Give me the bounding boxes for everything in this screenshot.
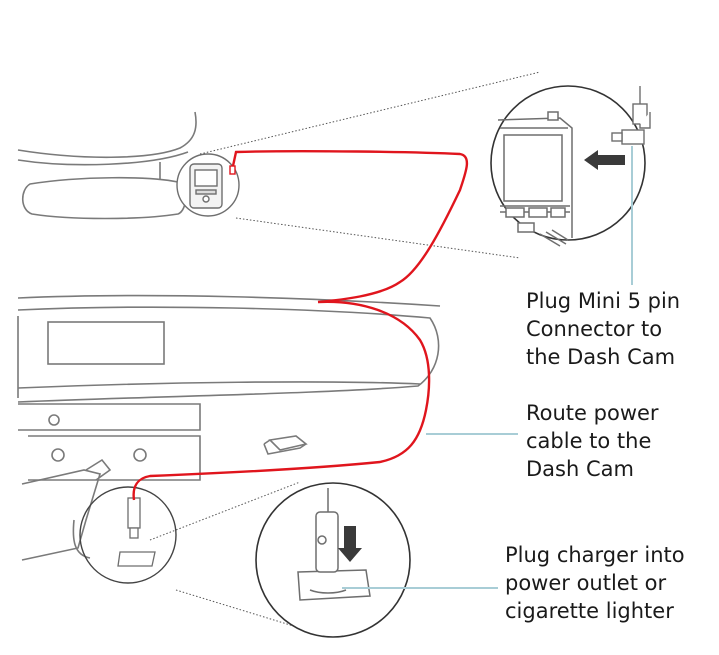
label-line: Plug Mini 5 pin xyxy=(526,289,681,313)
callout-lines xyxy=(342,146,633,589)
windshield-outline xyxy=(17,111,197,166)
zoom-lines-top xyxy=(199,71,541,259)
label-line: the Dash Cam xyxy=(526,345,676,369)
dashcam-zoom-circle xyxy=(490,85,651,247)
arrow-down-icon xyxy=(338,526,362,562)
label-line: cable to the xyxy=(526,429,652,453)
label-plug-mini-connector: Plug Mini 5 pin Connector to the Dash Ca… xyxy=(526,287,680,371)
label-line: Plug charger into xyxy=(505,543,685,567)
arrow-left-icon xyxy=(584,150,625,170)
label-line: Connector to xyxy=(526,317,663,341)
label-line: cigarette lighter xyxy=(505,599,674,623)
label-line: Dash Cam xyxy=(526,457,634,481)
dashcam-small xyxy=(176,153,240,217)
rearview-mirror xyxy=(21,162,187,220)
label-plug-charger: Plug charger into power outlet or cigare… xyxy=(505,541,685,625)
zoom-lines-bottom xyxy=(149,481,301,629)
dashboard-outline xyxy=(17,294,441,561)
label-route-power-cable: Route power cable to the Dash Cam xyxy=(526,399,659,483)
label-line: power outlet or xyxy=(505,571,667,595)
charger-zoom-circle xyxy=(255,482,411,638)
power-cable xyxy=(132,149,469,501)
lighter-small-circle xyxy=(79,486,177,584)
label-line: Route power xyxy=(526,401,659,425)
